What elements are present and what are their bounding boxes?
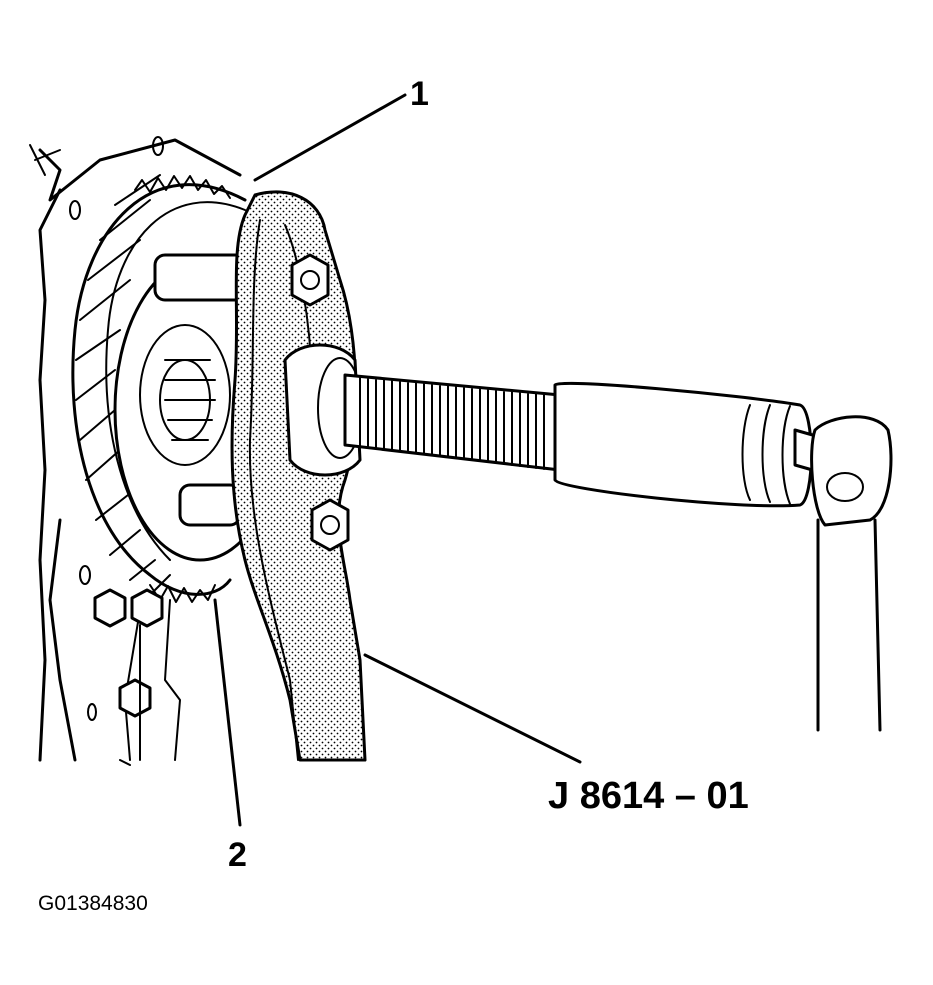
forcing-screw (343, 373, 893, 732)
ring-gear (71, 174, 247, 603)
figure-id: G01384830 (38, 892, 148, 915)
tool-number-label: J 8614 – 01 (548, 775, 749, 817)
callout-2: 2 (228, 836, 247, 874)
puller-tool-body (230, 190, 367, 762)
engine-housing (29, 136, 242, 762)
leader-line-2 (213, 598, 242, 827)
leader-line-tool (363, 653, 582, 764)
leader-lines (213, 93, 582, 827)
housing-bolts (93, 588, 164, 766)
leader-line-1 (253, 93, 407, 182)
callout-1: 1 (410, 75, 429, 113)
